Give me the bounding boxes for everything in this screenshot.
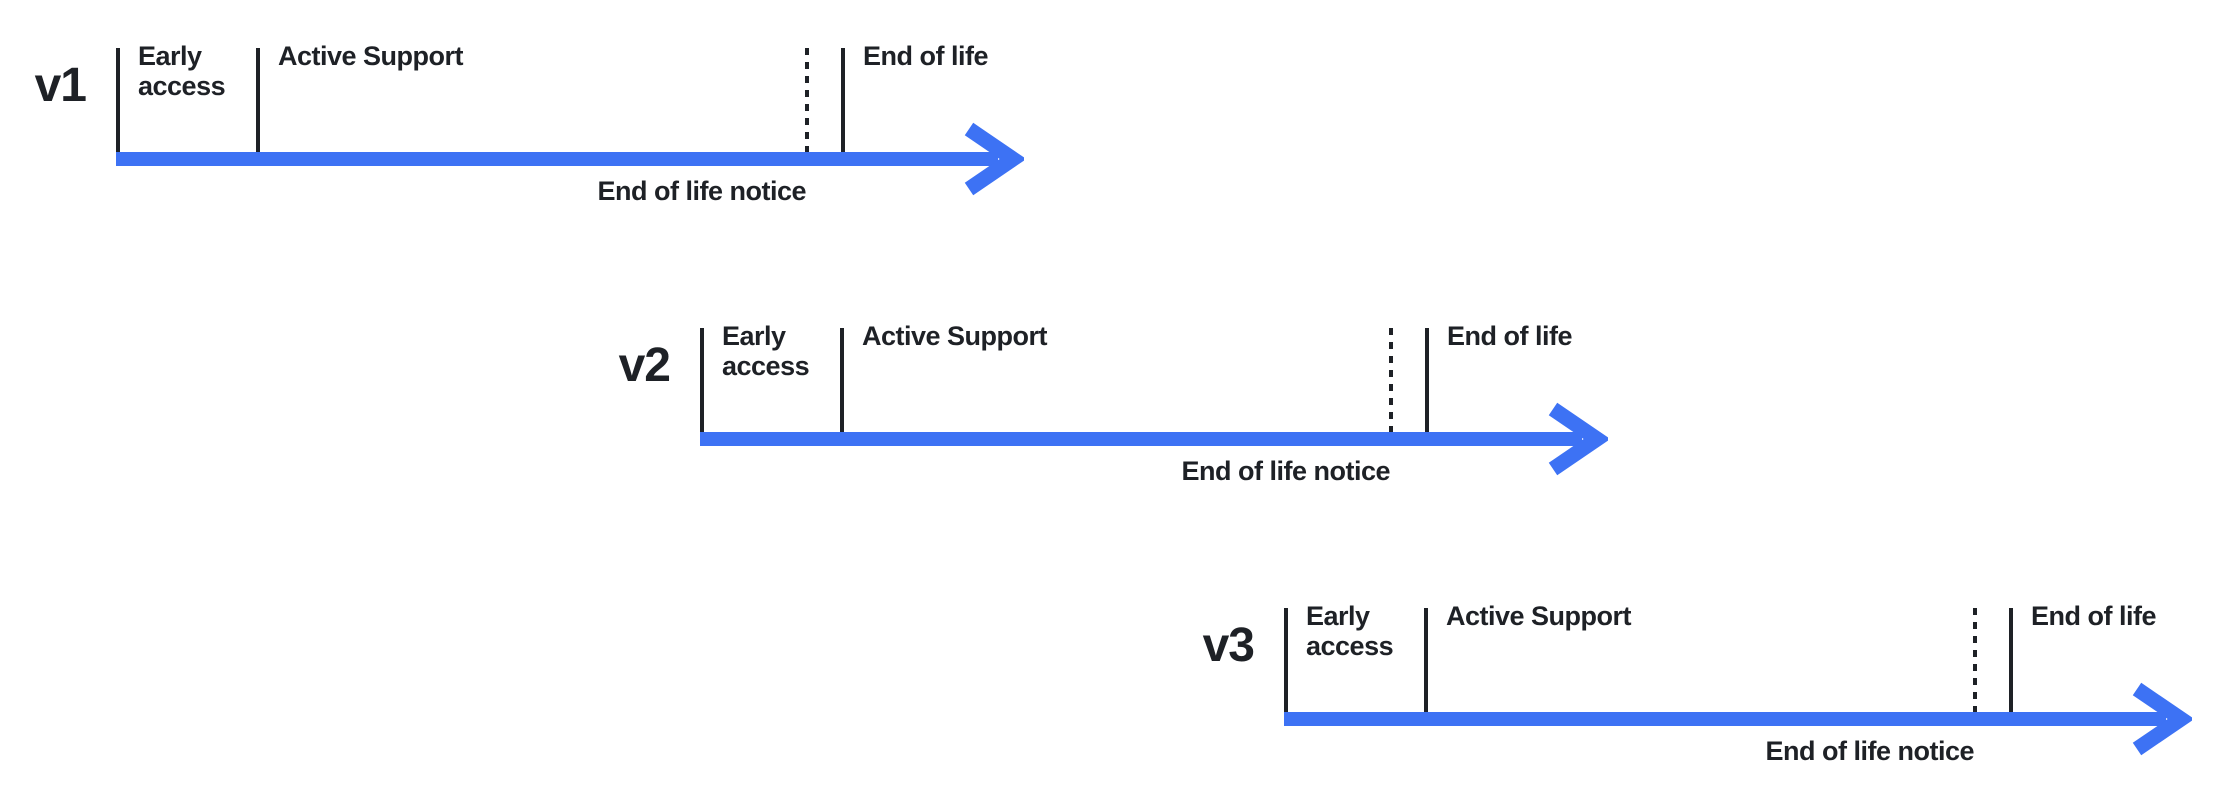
timeline-arrow-icon [116,122,1024,196]
end-of-life-tick [2009,608,2013,713]
eol-notice-label: End of life notice [1181,456,1390,486]
arrow-head-icon [1548,402,1608,476]
timeline-arrow-icon [1284,682,2192,756]
phase-label-end-of-life: End of life [863,41,989,71]
version-label: v3 [1202,619,1255,672]
phase-label-end-of-life: End of life [1447,321,1573,351]
active-support-start-tick [840,328,844,433]
lifecycle-row-v2: v2 Early access Active Support End of li… [584,280,1644,520]
version-label: v1 [34,59,87,112]
lifecycle-row-v1: v1 Early access Active Support End of li… [0,0,1060,240]
phase-label-end-of-life: End of life [2031,601,2157,631]
phase-label-active-support: Active Support [278,41,464,71]
phase-label-early-access: Early access [138,41,226,101]
arrow-head-icon [964,122,1024,196]
phase-label-early-access: Early access [722,321,810,381]
early-access-start-tick [116,48,120,153]
lifecycle-row-v3: v3 Early access Active Support End of li… [1168,560,2228,800]
phase-label-early-access: Early access [1306,601,1394,661]
eol-notice-label: End of life notice [1765,736,1974,766]
version-label: v2 [618,339,671,392]
eol-notice-dashed-tick [805,48,809,153]
active-support-start-tick [256,48,260,153]
phase-label-active-support: Active Support [862,321,1048,351]
eol-notice-label: End of life notice [597,176,806,206]
phase-label-active-support: Active Support [1446,601,1632,631]
end-of-life-tick [1425,328,1429,433]
end-of-life-tick [841,48,845,153]
early-access-start-tick [1284,608,1288,713]
active-support-start-tick [1424,608,1428,713]
timeline-arrow-icon [700,402,1608,476]
eol-notice-dashed-tick [1389,328,1393,433]
early-access-start-tick [700,328,704,433]
arrow-head-icon [2132,682,2192,756]
eol-notice-dashed-tick [1973,608,1977,713]
